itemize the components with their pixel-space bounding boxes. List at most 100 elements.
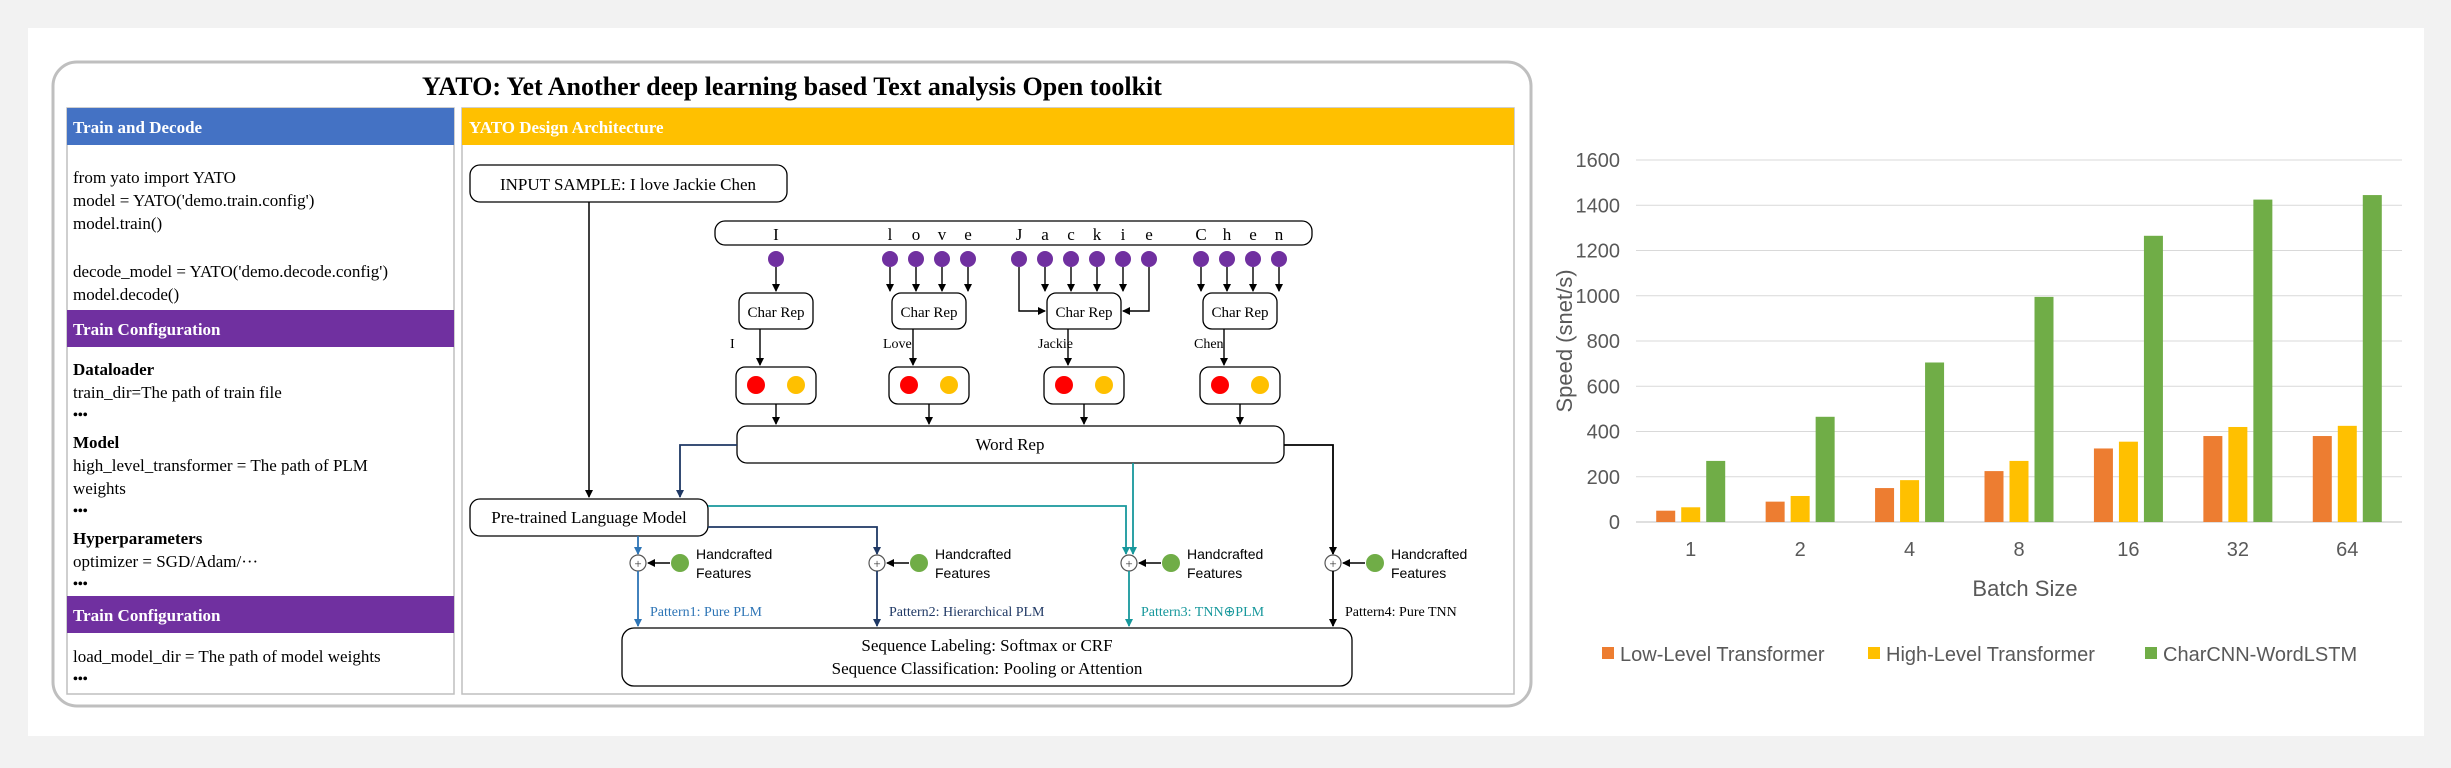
model-line: weights xyxy=(73,479,126,498)
x-tick-label: 16 xyxy=(2117,539,2139,561)
character-label: e xyxy=(964,225,972,244)
diagram-title: YATO: Yet Another deep learning based Te… xyxy=(422,72,1162,101)
x-tick-label: 8 xyxy=(2013,539,2024,561)
legend-swatch xyxy=(1868,647,1880,659)
character-label: C xyxy=(1195,225,1206,244)
dataloader-line: train_dir=The path of train file xyxy=(73,383,282,402)
ellipsis: ••• xyxy=(73,577,88,592)
bar xyxy=(1706,460,1726,522)
char-rep-label: Char Rep xyxy=(900,305,957,321)
bar xyxy=(1815,416,1835,522)
plus-combine-icon: + xyxy=(1125,556,1132,571)
ellipsis: ••• xyxy=(73,408,88,423)
bar xyxy=(1875,488,1895,522)
yellow-feature-dot xyxy=(1095,376,1113,394)
word-label: Chen xyxy=(1194,337,1224,352)
y-axis-title: Speed (snet/s) xyxy=(1552,269,1577,412)
word-label: Love xyxy=(883,337,912,352)
bar xyxy=(2362,195,2382,522)
bar xyxy=(1765,501,1785,522)
output-box xyxy=(621,627,1353,687)
char-rep-label: Char Rep xyxy=(1211,305,1268,321)
output-line1: Sequence Labeling: Softmax or CRF xyxy=(861,636,1112,655)
char-rep-box xyxy=(738,292,814,330)
load-model-line: load_model_dir = The path of model weigh… xyxy=(73,647,381,666)
input-sample-box xyxy=(469,164,788,203)
character-embedding-dot xyxy=(1141,251,1157,267)
char-rep-label: Char Rep xyxy=(747,305,804,321)
character-embedding-dot xyxy=(934,251,950,267)
y-tick-label: 0 xyxy=(1609,512,1620,534)
char-rep-label: Char Rep xyxy=(1055,305,1112,321)
plus-combine-icon: + xyxy=(634,556,641,571)
legend-label: CharCNN-WordLSTM xyxy=(2163,644,2357,666)
character-label: n xyxy=(1275,225,1284,244)
red-feature-dot xyxy=(747,376,765,394)
plm-label: Pre-trained Language Model xyxy=(491,508,687,527)
character-label: J xyxy=(1016,225,1023,244)
ellipsis: ••• xyxy=(73,672,88,687)
bar xyxy=(2034,296,2054,522)
char-to-charrep-arrow xyxy=(1122,267,1150,315)
x-tick-label: 4 xyxy=(1904,539,1915,561)
plm-to-pattern2-arrow xyxy=(708,526,881,555)
word-label: Jackie xyxy=(1038,337,1073,352)
character-embedding-dot xyxy=(1219,251,1235,267)
character-embedding-dot xyxy=(1115,251,1131,267)
handcrafted-label: Handcrafted xyxy=(696,546,772,562)
char-rep-box xyxy=(1202,292,1278,330)
ellipsis: ••• xyxy=(73,504,88,519)
character-label: e xyxy=(1145,225,1153,244)
x-tick-label: 32 xyxy=(2227,539,2249,561)
legend-swatch xyxy=(1602,647,1614,659)
train-config2-header-label: Train Configuration xyxy=(73,606,221,625)
character-embedding-dot xyxy=(908,251,924,267)
bar xyxy=(1790,495,1810,522)
char-to-charrep-arrow xyxy=(1018,267,1046,315)
x-tick-label: 2 xyxy=(1795,539,1806,561)
character-embedding-dot xyxy=(1037,251,1053,267)
character-label: h xyxy=(1223,225,1232,244)
character-embedding-dot xyxy=(1245,251,1261,267)
character-label: i xyxy=(1121,225,1126,244)
red-feature-dot xyxy=(1211,376,1229,394)
pattern-label: Pattern4: Pure TNN xyxy=(1345,605,1457,620)
bar xyxy=(1925,362,1945,522)
bar xyxy=(1900,480,1920,522)
plus-combine-icon: + xyxy=(873,556,880,571)
character-label: c xyxy=(1067,225,1075,244)
handcrafted-label: Features xyxy=(1391,565,1446,581)
bar xyxy=(1984,471,2004,522)
handcrafted-feature-dot xyxy=(671,554,689,572)
character-label: I xyxy=(773,225,779,244)
handcrafted-feature-dot xyxy=(1366,554,1384,572)
character-embedding-dot xyxy=(1063,251,1079,267)
legend-label: High-Level Transformer xyxy=(1886,644,2095,666)
y-tick-label: 1600 xyxy=(1576,150,1621,172)
train-decode-header-label: Train and Decode xyxy=(73,118,203,137)
bar xyxy=(2203,436,2223,522)
handcrafted-feature-dot xyxy=(1162,554,1180,572)
train-config-header-label: Train Configuration xyxy=(73,320,221,339)
word-label: I xyxy=(730,337,735,352)
char-rep-box xyxy=(891,292,967,330)
train-config-header xyxy=(67,310,454,347)
x-axis-title: Batch Size xyxy=(1972,576,2077,601)
yellow-feature-dot xyxy=(787,376,805,394)
character-label: l xyxy=(888,225,893,244)
handcrafted-feature-dot xyxy=(910,554,928,572)
y-tick-label: 800 xyxy=(1587,331,1620,353)
y-tick-label: 1000 xyxy=(1576,286,1621,308)
wordrep-to-plm-arrow xyxy=(676,444,737,498)
model-line: high_level_transformer = The path of PLM xyxy=(73,456,368,475)
model-heading: Model xyxy=(73,433,120,452)
char-rep-box xyxy=(1046,292,1122,330)
plus-combine-icon: + xyxy=(1329,556,1336,571)
handcrafted-label: Handcrafted xyxy=(1391,546,1467,562)
y-tick-label: 200 xyxy=(1587,467,1620,489)
yato-diagram: YATO: Yet Another deep learning based Te… xyxy=(51,60,1533,708)
yellow-feature-dot xyxy=(940,376,958,394)
handcrafted-label: Features xyxy=(1187,565,1242,581)
